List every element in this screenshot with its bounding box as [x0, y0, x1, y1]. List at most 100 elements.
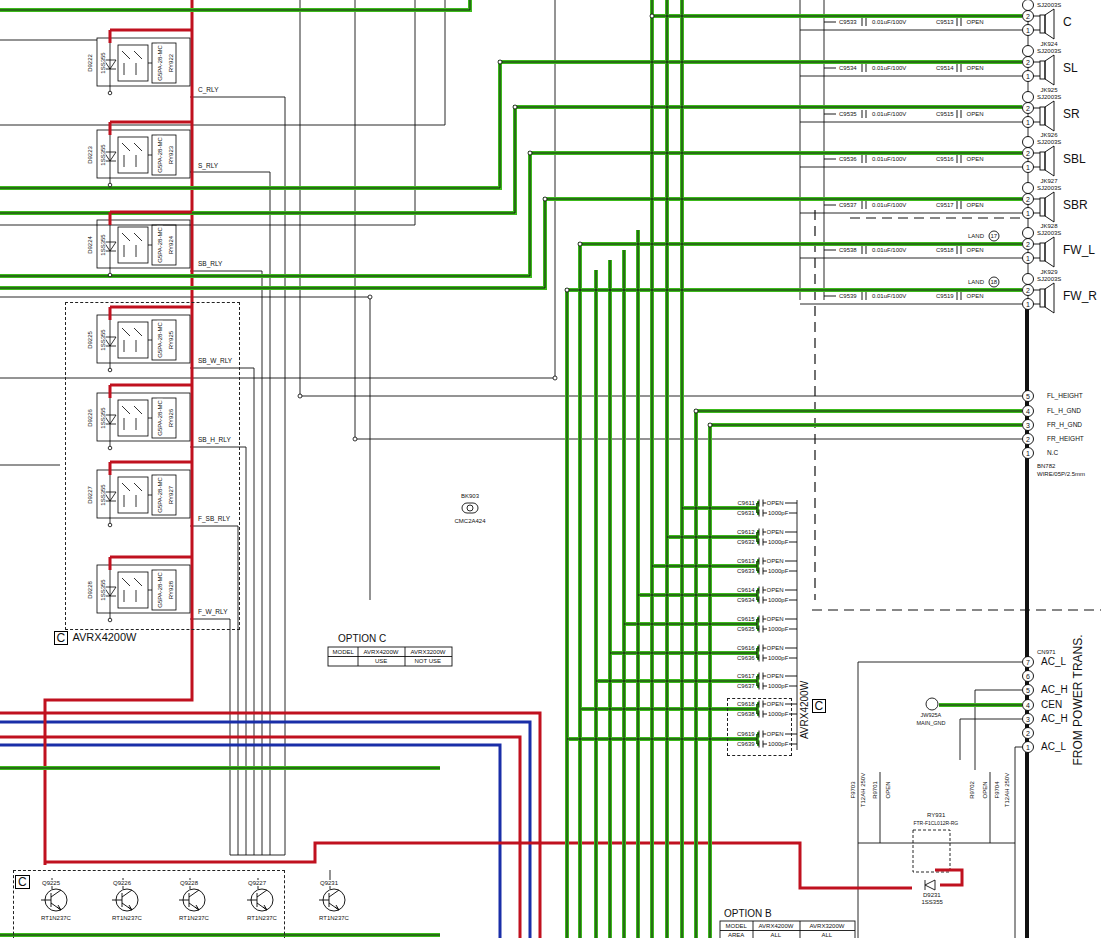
relay-ref: RY923	[168, 145, 174, 165]
schematic-line	[298, 394, 302, 398]
schematic-line	[179, 889, 205, 911]
part-number: RT1N237C	[40, 915, 72, 921]
part-number: G5PA-28-MC	[157, 226, 163, 264]
schematic-line	[824, 183, 1054, 223]
schematic-line	[1023, 714, 1034, 725]
pin-number: 1	[1026, 73, 1030, 80]
table-title: OPTION B	[723, 909, 773, 919]
part-number: CMC2A424	[454, 518, 487, 524]
schematic-line	[368, 295, 372, 299]
part-number: SJ2003S	[1036, 139, 1062, 145]
schematic-line	[97, 122, 192, 187]
pin-number: 7	[1026, 659, 1030, 666]
capacitor-value: OPEN	[766, 731, 785, 737]
capacitor-ref: C9639	[736, 741, 756, 747]
part-number: 1SS355	[99, 483, 105, 506]
capacitor-ref: C9615	[736, 616, 756, 622]
pin-number: 1	[1026, 255, 1030, 262]
schematic-line	[97, 307, 192, 372]
table-cell: USE	[374, 658, 388, 664]
channel-name: SBL	[1062, 153, 1087, 165]
signal-name: FL_H_GND	[1046, 408, 1082, 415]
relay-ref: RY925	[168, 330, 174, 350]
capacitor-ref: C9515	[935, 111, 955, 117]
relay-ref: RY922	[168, 53, 174, 73]
table-cell: AVRX3200W	[809, 923, 846, 929]
signal-name: AC_H	[1040, 714, 1069, 724]
schematic-line	[989, 231, 999, 241]
part-number: G5PA-28-MC	[157, 399, 163, 437]
signal-name: FR_H_GND	[1046, 422, 1083, 429]
option-marker: C	[54, 631, 69, 645]
signal-name: FR_HEIGHT	[1046, 436, 1085, 443]
schematic-line	[1023, 657, 1034, 668]
pin-number: 5	[1026, 393, 1030, 400]
capacitor-ref: C9536	[838, 156, 858, 162]
pin-number: 4	[1026, 702, 1030, 709]
capacitor-value: OPEN	[766, 645, 785, 651]
capacitor-ref: C9613	[736, 558, 756, 564]
schematic-line	[989, 277, 999, 287]
part-number: 1SS355	[921, 899, 944, 905]
pin-number: 2	[1026, 730, 1030, 737]
schematic-line	[0, 722, 530, 938]
diode-ref: D9222	[87, 53, 93, 73]
capacitor-value: 0.01uF/100V	[871, 247, 907, 253]
capacitor-value: 0.01uF/100V	[871, 111, 907, 117]
pin-number: 2	[1026, 287, 1030, 294]
signal-name: F_SB_RLY	[197, 516, 231, 523]
land-label: LAND	[967, 279, 985, 285]
table-cell: ALL	[821, 932, 834, 938]
schematic-line	[858, 662, 1022, 843]
capacitor-ref: C9614	[736, 587, 756, 593]
capacitor-ref: C9631	[736, 510, 756, 516]
group-heading: AVRX4200W	[800, 679, 810, 739]
diode-ref: D9231	[922, 892, 942, 898]
capacitor-value: 0.01uF/100V	[871, 156, 907, 162]
capacitor-value: OPEN	[966, 65, 985, 71]
capacitor-value: 0.01uF/100V	[871, 202, 907, 208]
table-cell: NOT USE	[414, 658, 443, 664]
schematic-line	[1023, 742, 1034, 753]
schematic-line	[759, 683, 797, 690]
capacitor-value: 1000pF	[767, 597, 789, 603]
channel-name: FW_L	[1062, 244, 1096, 256]
schematic-line	[759, 568, 797, 575]
schematic-line	[1023, 434, 1034, 445]
diode-ref: D9225	[87, 330, 93, 350]
schematic-line	[926, 698, 938, 710]
fuse-ref: F9703	[849, 780, 855, 799]
capacitor-value: 1000pF	[767, 568, 789, 574]
capacitor-ref: C9611	[737, 500, 756, 506]
pin-number: 1	[1026, 744, 1030, 751]
schematic-line	[759, 510, 797, 517]
channel-name: FW_R	[1062, 290, 1098, 302]
schematic-line	[328, 647, 452, 666]
pin-number: 1	[1026, 119, 1030, 126]
pin-circles	[1023, 391, 1034, 753]
relay-ref: RY928	[168, 580, 174, 600]
capacitor-ref: C9633	[736, 568, 756, 574]
relay-ref: RY926	[168, 408, 174, 428]
part-number: FTR-F1CL012R-RG	[913, 821, 960, 826]
part-number: 1SS355	[99, 233, 105, 256]
capacitor-value: 1000pF	[767, 683, 789, 689]
schematic-line	[797, 0, 824, 750]
schematic-line	[97, 30, 192, 95]
pin-number: 2	[1026, 436, 1030, 443]
diode-ref: D9228	[87, 580, 93, 600]
fuse-rating: T12AH 250V	[1004, 772, 1010, 808]
fuse-rating: T12AH 250V	[860, 772, 866, 808]
capacitor-value: OPEN	[966, 293, 985, 299]
pin-number: 6	[1026, 673, 1030, 680]
capacitor-ref: C9518	[935, 247, 955, 253]
part-value: OPEN	[884, 780, 890, 799]
capacitor-ref: C9612	[736, 529, 756, 535]
schematic-line	[498, 60, 502, 64]
schematic-line	[720, 921, 855, 938]
capacitor-value: 0.01uF/100V	[871, 65, 907, 71]
part-ref: BK903	[460, 493, 480, 499]
capacitor-value: 1000pF	[767, 539, 789, 545]
schematic-line	[300, 0, 1022, 439]
